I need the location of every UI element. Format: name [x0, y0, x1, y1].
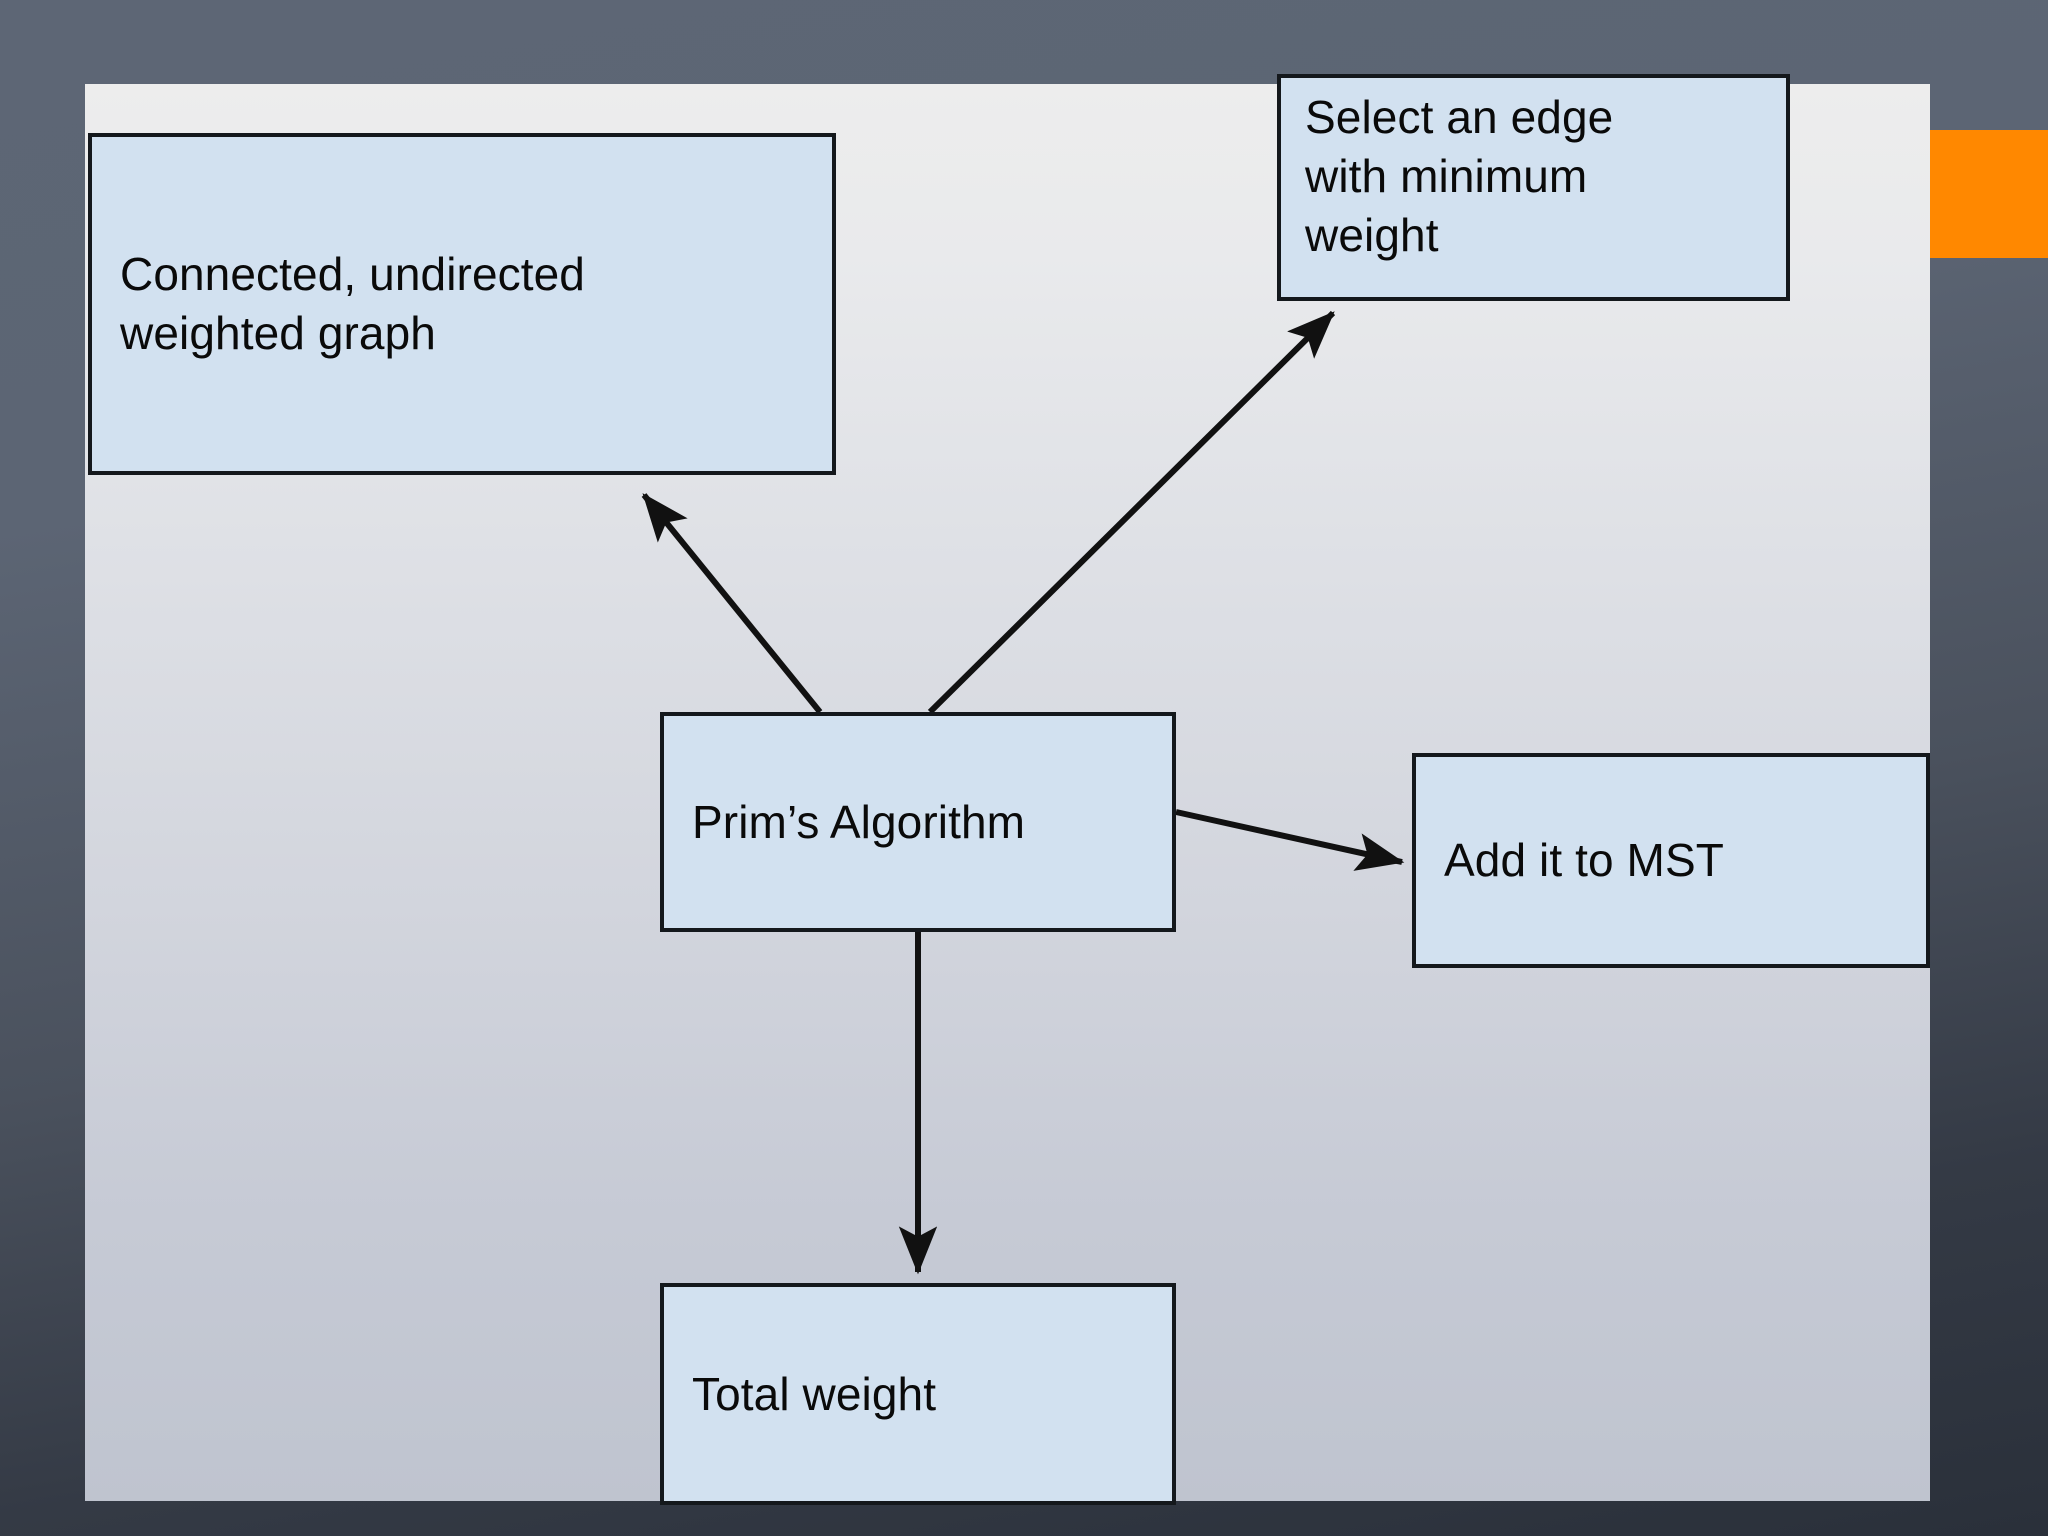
- node-connected-undirected-weighted-graph[interactable]: Connected, undirected weighted graph: [88, 133, 836, 475]
- node-graph-label: Connected, undirected weighted graph: [120, 248, 585, 359]
- node-add-it-to-mst[interactable]: Add it to MST: [1412, 753, 1930, 968]
- orange-accent-bar: [1928, 130, 2048, 258]
- node-prims-label: Prim’s Algorithm: [692, 795, 1026, 848]
- node-prims-algorithm[interactable]: Prim’s Algorithm: [660, 712, 1176, 932]
- node-total-weight[interactable]: Total weight: [660, 1283, 1176, 1505]
- node-mst-label: Add it to MST: [1444, 834, 1724, 887]
- node-select-minimum-edge[interactable]: Select an edge with minimum weight: [1277, 74, 1790, 301]
- node-total-label: Total weight: [692, 1367, 937, 1420]
- node-select-label: Select an edge with minimum weight: [1305, 91, 1614, 261]
